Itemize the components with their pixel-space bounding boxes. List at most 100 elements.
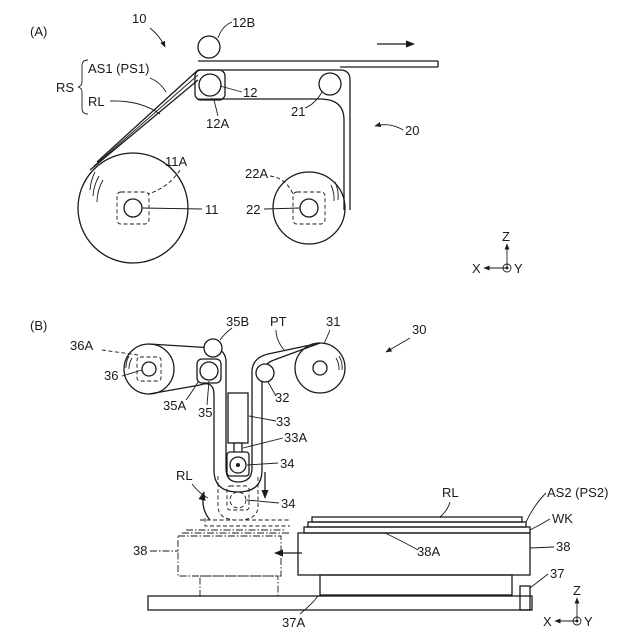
top-roller-35b xyxy=(204,339,222,357)
leader-37 xyxy=(530,574,548,588)
label-rl-b-left: RL xyxy=(176,468,193,483)
rs-brace xyxy=(78,60,88,114)
supply-core xyxy=(124,199,142,217)
adhesive-sheet xyxy=(308,522,526,527)
rail-end xyxy=(520,586,530,610)
label-36a: 36A xyxy=(70,338,93,353)
release-liner-sheet xyxy=(312,517,522,522)
holder-36a xyxy=(137,357,161,381)
label-34-lowered: 34 xyxy=(281,496,295,511)
label-pt: PT xyxy=(270,314,287,329)
axis-a-z: Z xyxy=(502,229,510,244)
leader-22 xyxy=(264,208,300,209)
leader-11 xyxy=(142,208,202,209)
guide-roller-12 xyxy=(199,74,221,96)
label-12b: 12B xyxy=(232,15,255,30)
panel-a-label: (A) xyxy=(30,24,47,39)
label-37a: 37A xyxy=(282,615,305,630)
label-38: 38 xyxy=(556,539,570,554)
roller-32 xyxy=(256,364,274,382)
label-as2: AS2 (PS2) xyxy=(547,485,608,500)
label-12a: 12A xyxy=(206,116,229,131)
top-roller-12b xyxy=(198,36,220,58)
label-wk: WK xyxy=(552,511,573,526)
label-22a: 22A xyxy=(245,166,268,181)
table-ghost xyxy=(178,530,289,596)
panel-b-label: (B) xyxy=(30,318,47,333)
panel-b: (B) 30 xyxy=(30,314,608,630)
leader-as1 xyxy=(150,78,166,92)
label-35: 35 xyxy=(198,405,212,420)
tape-right-inner xyxy=(262,343,320,470)
rail-37 xyxy=(148,596,532,610)
table-base xyxy=(320,575,512,595)
label-12: 12 xyxy=(243,85,257,100)
axis-a-y: Y xyxy=(514,261,523,276)
leader-as2 xyxy=(526,493,546,522)
label-35b: 35B xyxy=(226,314,249,329)
label-rl-a: RL xyxy=(88,94,105,109)
label-38-ghost: 38 xyxy=(133,543,147,558)
leader-wk xyxy=(530,519,550,530)
roll-31 xyxy=(295,343,345,393)
leader-rl-b-right xyxy=(440,502,450,517)
leader-36 xyxy=(122,370,142,376)
axis-b-z: Z xyxy=(573,583,581,598)
label-32: 32 xyxy=(275,390,289,405)
pointer-30 xyxy=(386,338,410,352)
pointer-20 xyxy=(375,125,403,130)
web-upper xyxy=(97,70,198,162)
roller-21 xyxy=(319,73,341,95)
label-30: 30 xyxy=(412,322,426,337)
web-release-liner xyxy=(94,75,198,166)
axis-b-y: Y xyxy=(584,614,593,629)
takeup-core xyxy=(300,199,318,217)
leader-12b xyxy=(218,22,232,38)
leader-35 xyxy=(207,381,209,405)
label-35a: 35A xyxy=(163,398,186,413)
label-11: 11 xyxy=(205,202,219,217)
label-21: 21 xyxy=(291,104,305,119)
table-38 xyxy=(298,533,530,575)
label-36: 36 xyxy=(104,368,118,383)
axis-b-x: X xyxy=(543,614,552,629)
label-37: 37 xyxy=(550,566,564,581)
leader-33a xyxy=(243,438,283,448)
roller-35 xyxy=(200,362,218,380)
label-rs: RS xyxy=(56,80,74,95)
leader-38 xyxy=(530,547,554,548)
cylinder-33 xyxy=(228,393,248,443)
leader-12 xyxy=(220,86,242,92)
leader-12a xyxy=(214,100,218,116)
leader-37a xyxy=(300,596,318,614)
leader-21 xyxy=(305,92,322,108)
workpiece-stack xyxy=(298,517,530,595)
label-20: 20 xyxy=(405,123,419,138)
leader-35a xyxy=(186,382,198,400)
label-38a: 38A xyxy=(417,544,440,559)
axis-a-x: X xyxy=(472,261,481,276)
label-11a: 11A xyxy=(165,154,187,169)
leader-pt xyxy=(276,330,284,350)
leader-rl-b-left xyxy=(192,484,208,498)
tape-left-inner xyxy=(149,384,214,470)
press-roller-34-lowered xyxy=(230,492,246,508)
label-34: 34 xyxy=(280,456,294,471)
peel-arrow xyxy=(203,492,210,520)
label-as1: AS1 (PS1) xyxy=(88,61,149,76)
axes-b: Z X Y xyxy=(543,583,593,629)
label-22: 22 xyxy=(246,202,260,217)
panel-a: (A) 10 xyxy=(30,11,523,276)
label-rl-b-right: RL xyxy=(442,485,459,500)
leader-31 xyxy=(324,330,330,344)
leader-35b xyxy=(220,328,232,340)
leader-34-lowered xyxy=(247,500,279,503)
label-10: 10 xyxy=(132,11,146,26)
label-31: 31 xyxy=(326,314,340,329)
supply-roll xyxy=(78,153,188,263)
label-33: 33 xyxy=(276,414,290,429)
pointer-10 xyxy=(150,28,165,47)
leader-32 xyxy=(268,382,276,396)
leader-38a xyxy=(385,533,418,550)
